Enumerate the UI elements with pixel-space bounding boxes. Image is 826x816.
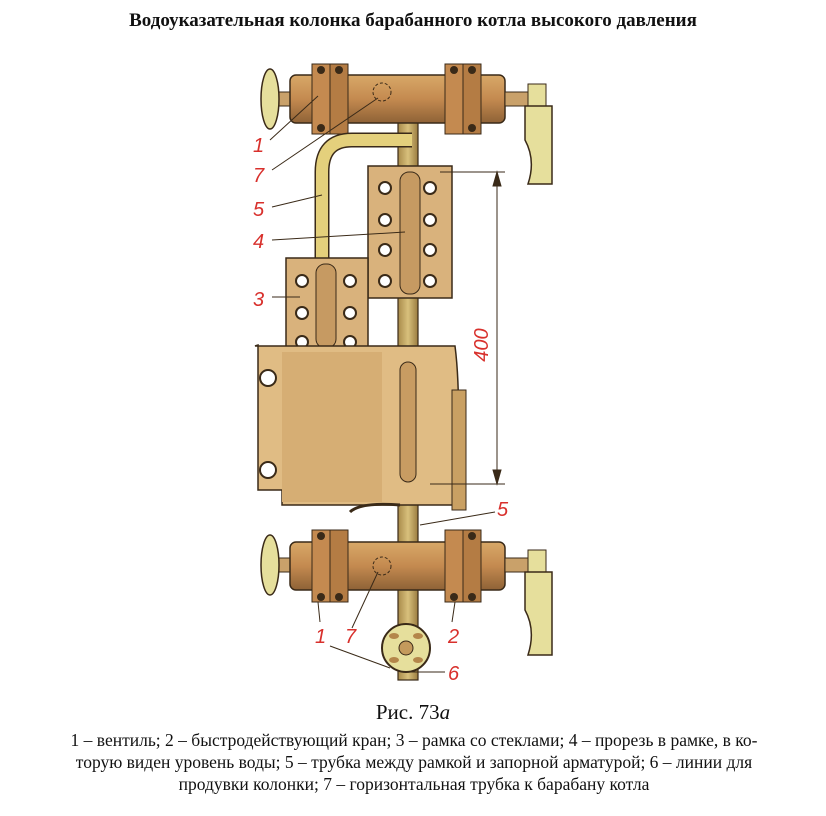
bottom-flange-left-1 <box>311 529 331 603</box>
bottom-bolt <box>317 532 325 540</box>
top-flange-right-2 <box>462 63 482 135</box>
leader-bottom-6a <box>329 645 391 669</box>
top-bolt <box>468 124 476 132</box>
leader-lines <box>269 95 496 673</box>
frame-bolt <box>423 243 437 257</box>
top-bolt <box>450 66 458 74</box>
upper-frame-bolts <box>378 181 437 288</box>
figure-caption: 1 – вентиль; 2 – быстродействующий кран;… <box>8 729 820 795</box>
frame-bolt <box>343 306 357 320</box>
housing-edge-bar <box>451 389 467 511</box>
bottom-bolt <box>335 593 343 601</box>
figure-label-suffix: а <box>439 700 451 724</box>
callout-top-7: 7 <box>253 165 265 187</box>
dimension-arrow-bottom <box>492 469 502 486</box>
callout-top-5: 5 <box>253 199 265 221</box>
gauge-housing <box>254 343 467 511</box>
bottom-bolt <box>450 593 458 601</box>
leader-bottom-2 <box>451 601 456 623</box>
lower-glass-frame <box>285 257 369 351</box>
leader-bottom-5 <box>419 511 496 526</box>
lower-frame-bolts <box>295 274 357 349</box>
caption-line: продувки колонки; 7 – горизонтальная тру… <box>178 774 650 794</box>
callout-bottom-6: 6 <box>448 663 460 685</box>
callout-top-3: 3 <box>253 289 264 311</box>
figure-title: Водоуказательная колонка барабанного кот… <box>129 10 697 31</box>
top-bolt <box>317 66 325 74</box>
top-left-handwheel <box>260 68 280 130</box>
callout-bottom-5: 5 <box>497 499 509 521</box>
top-flange-left-2 <box>329 63 349 135</box>
handwheel-opening <box>413 657 423 663</box>
bottom-valve-assembly <box>260 529 553 656</box>
figure-label: Рис. 73а <box>0 700 826 725</box>
lower-frame-slot <box>315 263 337 349</box>
housing-sight-slot <box>399 361 417 483</box>
bottom-hidden-pipe-marker <box>372 556 392 576</box>
leader-top-5 <box>271 194 323 208</box>
leader-top-7 <box>271 97 379 171</box>
bottom-flange-left-2 <box>329 529 349 603</box>
callout-top-4: 4 <box>253 231 264 253</box>
frame-bolt <box>295 306 309 320</box>
dimension-arrow-top <box>492 170 502 187</box>
frame-bolt <box>378 274 392 288</box>
top-valve-assembly <box>260 63 553 185</box>
frame-bolt <box>378 243 392 257</box>
caption-line: 1 – вентиль; 2 – быстродействующий кран;… <box>70 730 758 750</box>
leader-bottom-1 <box>317 601 321 623</box>
leader-top-4 <box>271 231 406 241</box>
blowdown-handwheel <box>381 623 431 673</box>
frame-bolt <box>423 274 437 288</box>
leader-bottom-7 <box>351 571 379 629</box>
callout-bottom-7: 7 <box>345 626 357 648</box>
callout-bottom-1: 1 <box>315 626 326 648</box>
frame-bolt <box>378 213 392 227</box>
frame-bolt <box>343 274 357 288</box>
bottom-bolt <box>468 593 476 601</box>
handwheel-hub <box>398 640 414 656</box>
bypass-tube-fill <box>316 134 412 262</box>
housing-side-panel <box>282 352 382 502</box>
dimension-400 <box>430 170 505 486</box>
dimension-label: 400 <box>471 328 493 361</box>
caption-line: торую виден уровень воды; 5 – трубка меж… <box>75 752 753 772</box>
top-flange-right-1 <box>444 63 464 135</box>
frame-bolt <box>423 213 437 227</box>
frame-bolt <box>295 274 309 288</box>
frame-bolt <box>423 181 437 195</box>
bottom-flange-right-2 <box>462 529 482 603</box>
housing-bolt <box>259 369 277 387</box>
top-bolt <box>317 124 325 132</box>
handwheel-opening <box>389 633 399 639</box>
frame-bolt <box>378 181 392 195</box>
top-lever-handle <box>524 105 553 185</box>
upper-frame-slot <box>399 171 421 295</box>
callout-bottom-2: 2 <box>447 626 459 648</box>
top-bolt <box>335 66 343 74</box>
top-bolt <box>468 66 476 74</box>
bottom-left-handwheel <box>260 534 280 596</box>
leader-top-1 <box>269 95 319 141</box>
lower-curved-tube <box>348 502 401 514</box>
housing-bolt <box>259 461 277 479</box>
callout-top-1: 1 <box>253 135 264 157</box>
handwheel-opening <box>413 633 423 639</box>
bottom-flange-right-1 <box>444 529 464 603</box>
handwheel-opening <box>389 657 399 663</box>
bottom-lever-handle <box>524 571 553 656</box>
figure-label-prefix: Рис. 73 <box>375 700 440 724</box>
water-gauge-diagram: 400 1 7 5 4 3 5 1 7 2 6 <box>253 63 553 685</box>
top-hidden-pipe-marker <box>372 82 392 102</box>
bottom-bolt <box>317 593 325 601</box>
bottom-bolt <box>468 532 476 540</box>
